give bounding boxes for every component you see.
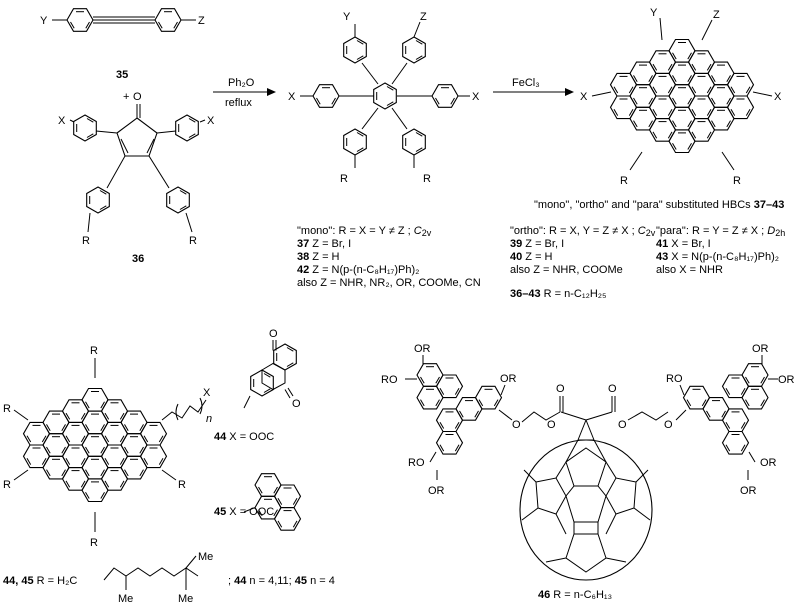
label-r-44-left-top: R xyxy=(3,403,11,415)
label-r-44-bottom: R xyxy=(90,537,98,549)
hbc-caption: "mono", "ortho" and "para" substituted H… xyxy=(534,199,784,211)
methyl-label-3: Me xyxy=(178,593,193,605)
label-y-hbc: Y xyxy=(650,7,658,19)
compound-36-structure: O X X R R xyxy=(58,91,215,247)
hbc-44-45-structure: R R R R R X n xyxy=(3,345,212,549)
condition-reflux: reflux xyxy=(225,97,252,109)
mono-line-42: 42 Z = N(p-(n-C₈H₁₇)Ph)₂ xyxy=(297,264,419,276)
ortho-line-1: "ortho": R = X, Y = Z ≠ X ; C2v xyxy=(510,225,656,238)
triphenylene-left: OR RO RO OR OR xyxy=(381,343,517,497)
para-line-43: 43 X = N(p-(n-C₈H₁₇)Ph)₂ xyxy=(656,251,779,263)
ortho-line-39: 39 Z = Br, I xyxy=(510,238,564,250)
c60-fullerene xyxy=(519,439,653,581)
reaction-arrow-2 xyxy=(493,88,574,96)
mono-line-37: 37 Z = Br, I xyxy=(297,238,351,250)
label-y-hab: Y xyxy=(343,11,351,23)
reaction-arrow-1 xyxy=(213,88,276,96)
label-z-hbc: Z xyxy=(713,9,720,21)
label-y: Y xyxy=(40,15,48,27)
or-label-6: OR xyxy=(760,457,777,469)
mono-line-38: 38 Z = H xyxy=(297,251,340,263)
compound-35-structure: Y Z xyxy=(40,8,205,32)
label-x-hab-right: X xyxy=(472,91,480,103)
label-x-hab-left: X xyxy=(288,91,296,103)
label-x-36-left: X xyxy=(58,115,66,127)
label-r-hbc-left: R xyxy=(620,175,628,187)
label-r-hbc-right: R xyxy=(733,175,741,187)
anthraquinone-o-bottom: O xyxy=(292,398,301,410)
malonate-linker: O O O O O O xyxy=(512,383,673,441)
pyrene-structure xyxy=(243,473,302,531)
ro-label-3: RO xyxy=(666,373,683,385)
carbonyl-o-right: O xyxy=(608,383,617,395)
ro-label-1: RO xyxy=(381,374,398,386)
plus-sign: + xyxy=(123,91,129,103)
label-x-44: X xyxy=(203,387,211,399)
label-x-hbc-left: X xyxy=(580,91,588,103)
or-label-3: OR xyxy=(500,373,517,385)
or-label-5: OR xyxy=(778,374,795,386)
hexaarylbenzene-structure: Y Z X X R R xyxy=(288,11,480,185)
anthraquinone-o-top: O xyxy=(269,328,278,340)
label-r-36-right: R xyxy=(189,235,197,247)
label-x-hbc-right: X xyxy=(774,91,782,103)
carbonyl-o-left: O xyxy=(556,383,565,395)
label-r-44-left-bottom: R xyxy=(3,479,11,491)
r-definition-46: 46 R = n-C₆H₁₃ xyxy=(538,589,612,601)
or-label-7: OR xyxy=(740,485,757,497)
label-z: Z xyxy=(198,15,205,27)
mono-also: also Z = NHR, NR₂, OR, COOMe, CN xyxy=(297,277,481,289)
label-r-44-top: R xyxy=(90,345,98,357)
ortho-definitions: "ortho": R = X, Y = Z ≠ X ; C2v 39 Z = B… xyxy=(510,225,656,276)
ester-o-left: O xyxy=(547,419,556,431)
ortho-line-40: 40 Z = H xyxy=(510,251,553,263)
compound-35-label: 35 xyxy=(116,69,128,81)
r-definition-44-45: 44, 45 R = H₂C xyxy=(3,575,77,587)
ortho-also: also Z = NHR, COOMe xyxy=(510,264,623,276)
x-definition-45: 45 X = OOC xyxy=(214,506,274,518)
or-label-4: OR xyxy=(752,343,769,355)
compound-36-label: 36 xyxy=(132,253,144,265)
label-r-44-right-bottom: R xyxy=(178,479,186,491)
label-z-hab: Z xyxy=(420,11,427,23)
mono-definitions: "mono": R = X = Y ≠ Z ; C2v 37 Z = Br, I… xyxy=(297,225,481,289)
label-r-hab-right: R xyxy=(423,173,431,185)
ether-o-right: O xyxy=(664,419,673,431)
label-r-hab-left: R xyxy=(340,173,348,185)
reagent-ph2o: Ph₂O xyxy=(228,77,255,89)
triphenylene-right: OR OR OR OR RO xyxy=(666,343,795,497)
label-x-36-right: X xyxy=(207,115,215,127)
n-definitions: ; 44 n = 4,11; 45 n = 4 xyxy=(228,575,335,587)
alkyl-chain: Me Me Me xyxy=(103,551,213,605)
para-line-1: "para": R = Y = Z ≠ X ; D2h xyxy=(656,225,785,238)
or-label-2: OR xyxy=(428,485,445,497)
ether-o-left: O xyxy=(512,419,521,431)
methyl-label-2: Me xyxy=(198,551,213,563)
carbonyl-o: O xyxy=(133,91,142,103)
anthraquinone-structure: O O xyxy=(243,328,301,410)
label-n-44: n xyxy=(206,413,212,425)
or-label-1: OR xyxy=(414,343,431,355)
reagent-fecl3: FeCl₃ xyxy=(512,77,540,89)
para-line-41: 41 X = Br, I xyxy=(656,238,711,250)
x-definition-44: 44 X = OOC xyxy=(214,431,274,443)
label-r-36-left: R xyxy=(82,235,90,247)
para-definitions: "para": R = Y = Z ≠ X ; D2h 41 X = Br, I… xyxy=(656,225,785,276)
para-also: also X = NHR xyxy=(656,264,723,276)
methyl-label-1: Me xyxy=(118,593,133,605)
ester-o-right: O xyxy=(618,419,627,431)
substituted-hbc-structure: Y Z X X R R xyxy=(580,7,782,187)
ro-label-2: RO xyxy=(408,457,425,469)
mono-line-1: "mono": R = X = Y ≠ Z ; C2v xyxy=(297,225,432,238)
r-definition-36-43: 36–43 R = n-C₁₂H₂₅ xyxy=(510,288,606,300)
